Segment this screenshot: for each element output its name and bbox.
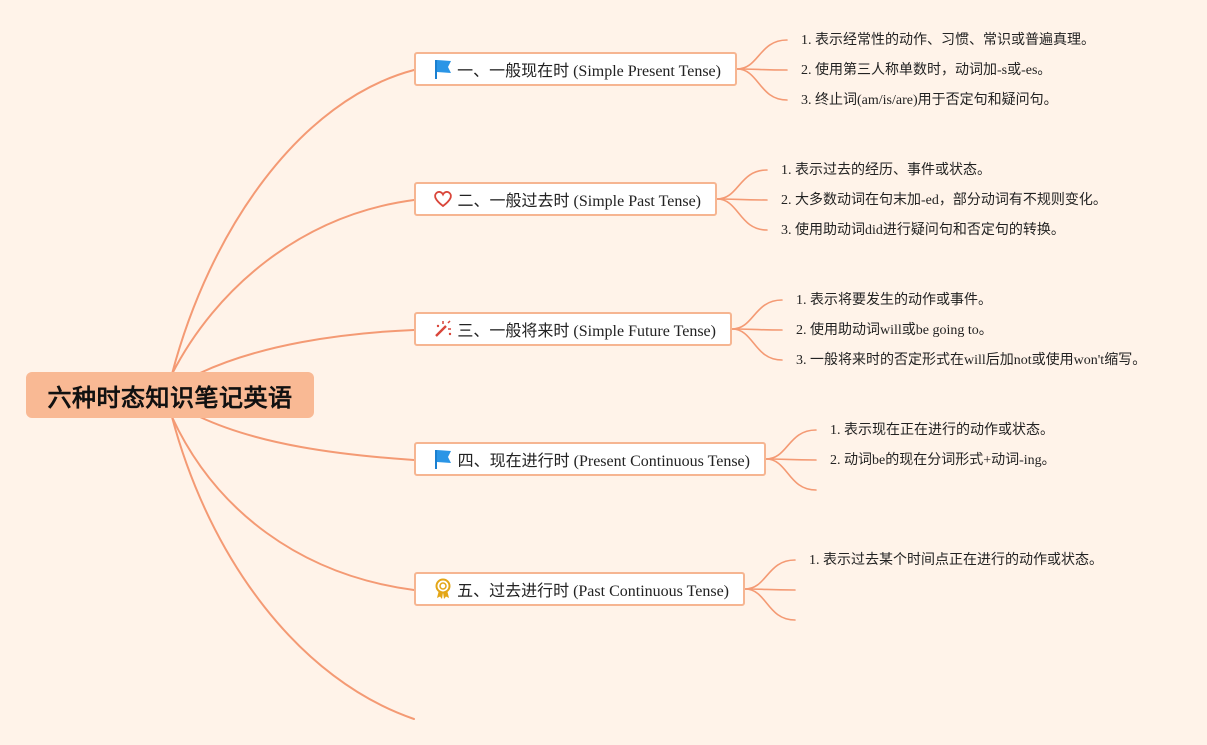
connector-line xyxy=(736,68,788,101)
branch-label: 二、一般过去时 (Simple Past Tense) xyxy=(457,193,701,210)
note-item[interactable]: 1. 表示现在正在进行的动作或状态。 xyxy=(830,423,1054,438)
note-item[interactable]: 2. 使用第三人称单数时，动词加-s或-es。 xyxy=(801,63,1052,78)
connector-line xyxy=(171,416,415,720)
connector-line xyxy=(171,69,415,375)
connector-line xyxy=(716,169,768,200)
note-item[interactable]: 3. 一般将来时的否定形式在will后加not或使用won't缩写。 xyxy=(796,353,1147,368)
connector-line xyxy=(736,39,788,70)
note-item[interactable]: 1. 表示过去的经历、事件或状态。 xyxy=(781,163,991,178)
connector-line xyxy=(731,328,783,361)
connector-line xyxy=(765,458,817,491)
branch-label: 三、一般将来时 (Simple Future Tense) xyxy=(457,323,716,340)
branch-simple-present[interactable]: 一、一般现在时 (Simple Present Tense) xyxy=(414,52,737,86)
branch-present-continuous[interactable]: 四、现在进行时 (Present Continuous Tense) xyxy=(414,442,766,476)
connector-line xyxy=(199,416,415,461)
note-item[interactable]: 2. 使用助动词will或be going to。 xyxy=(796,323,993,338)
magic-wand-icon xyxy=(432,318,453,340)
note-item[interactable]: 1. 表示将要发生的动作或事件。 xyxy=(796,293,992,308)
root-topic[interactable]: 六种时态知识笔记英语 xyxy=(26,372,314,418)
branch-simple-past[interactable]: 二、一般过去时 (Simple Past Tense) xyxy=(414,182,717,216)
connector-line xyxy=(171,416,415,591)
branch-simple-future[interactable]: 三、一般将来时 (Simple Future Tense) xyxy=(414,312,732,346)
connector-line xyxy=(744,588,796,621)
branch-label: 一、一般现在时 (Simple Present Tense) xyxy=(457,63,721,80)
note-item[interactable]: 1. 表示经常性的动作、习惯、常识或普遍真理。 xyxy=(801,33,1095,48)
award-ribbon-icon xyxy=(432,578,453,600)
note-item[interactable]: 2. 动词be的现在分词形式+动词-ing。 xyxy=(830,453,1056,468)
note-item[interactable]: 2. 大多数动词在句末加-ed，部分动词有不规则变化。 xyxy=(781,193,1107,208)
branch-label: 五、过去进行时 (Past Continuous Tense) xyxy=(457,583,729,600)
note-item[interactable]: 3. 使用助动词did进行疑问句和否定句的转换。 xyxy=(781,223,1065,238)
note-item[interactable]: 3. 终止词(am/is/are)用于否定句和疑问句。 xyxy=(801,93,1058,108)
branch-label: 四、现在进行时 (Present Continuous Tense) xyxy=(457,453,750,470)
note-item[interactable]: 1. 表示过去某个时间点正在进行的动作或状态。 xyxy=(809,553,1103,568)
connector-line xyxy=(716,198,768,231)
flag-icon xyxy=(432,448,454,470)
heart-icon xyxy=(432,188,454,210)
connector-line xyxy=(171,199,415,375)
flag-icon xyxy=(432,58,453,80)
connector-line xyxy=(765,429,817,460)
branch-past-continuous[interactable]: 五、过去进行时 (Past Continuous Tense) xyxy=(414,572,745,606)
connector-line xyxy=(731,299,783,330)
connector-line xyxy=(199,329,415,374)
connector-line xyxy=(744,559,796,590)
